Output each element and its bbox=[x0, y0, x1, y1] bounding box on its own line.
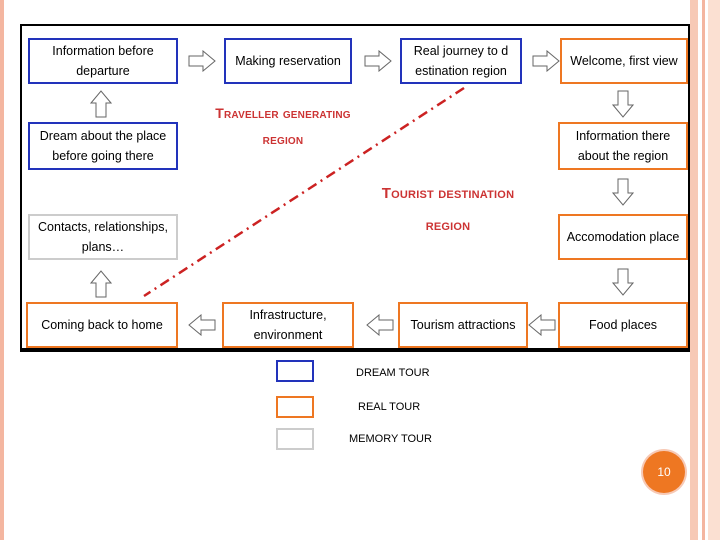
tourist-region-label: Tourist destination region bbox=[358, 178, 538, 242]
box-food-places: Food places bbox=[558, 302, 688, 348]
arrow-left-icon bbox=[366, 314, 394, 336]
box-contacts-relationships: Contacts, relationships, plans… bbox=[28, 214, 178, 260]
box-welcome-first-view: Welcome, first view bbox=[560, 38, 688, 84]
page-number-badge: 10 bbox=[643, 451, 685, 493]
legend-swatch-dream bbox=[276, 360, 314, 382]
box-infrastructure-environment: Infrastructure, environment bbox=[222, 302, 354, 348]
box-dream-about-place: Dream about the place before going there bbox=[28, 122, 178, 170]
legend-label-memory: MEMORY TOUR bbox=[349, 433, 432, 445]
slide-border-right bbox=[690, 0, 698, 540]
slide-border-left bbox=[0, 0, 4, 540]
traveller-region-label-line2: region bbox=[262, 131, 304, 147]
arrow-up-icon bbox=[90, 270, 112, 298]
arrow-up-icon bbox=[90, 90, 112, 118]
box-making-reservation: Making reservation bbox=[224, 38, 352, 84]
arrow-right-icon bbox=[532, 50, 560, 72]
arrow-down-icon bbox=[612, 178, 634, 206]
arrow-down-icon bbox=[612, 90, 634, 118]
legend-label-dream: DREAM TOUR bbox=[356, 367, 430, 379]
box-information-before-departure: Information before departure bbox=[28, 38, 178, 84]
arrow-right-icon bbox=[188, 50, 216, 72]
slide-border-right-line bbox=[702, 0, 705, 540]
diagram-frame: Information before departure Making rese… bbox=[20, 24, 690, 352]
box-real-journey: Real journey to d estination region bbox=[400, 38, 522, 84]
tourist-region-label-line1: Tourist destination bbox=[381, 185, 515, 202]
arrow-left-icon bbox=[528, 314, 556, 336]
box-accomodation-place: Accomodation place bbox=[558, 214, 688, 260]
box-information-there: Information there about the region bbox=[558, 122, 688, 170]
traveller-region-label-line1: Traveller generating bbox=[215, 105, 351, 121]
arrow-left-icon bbox=[188, 314, 216, 336]
box-coming-back-home: Coming back to home bbox=[26, 302, 178, 348]
slide-border-right-outer bbox=[708, 0, 720, 540]
arrow-right-icon bbox=[364, 50, 392, 72]
legend-label-real: REAL TOUR bbox=[358, 401, 421, 413]
traveller-region-label: Traveller generating region bbox=[198, 100, 368, 152]
legend-swatch-memory bbox=[276, 428, 314, 450]
legend-swatch-real bbox=[276, 396, 314, 418]
box-tourism-attractions: Tourism attractions bbox=[398, 302, 528, 348]
arrow-down-icon bbox=[612, 268, 634, 296]
tourist-region-label-line2: region bbox=[425, 217, 471, 234]
